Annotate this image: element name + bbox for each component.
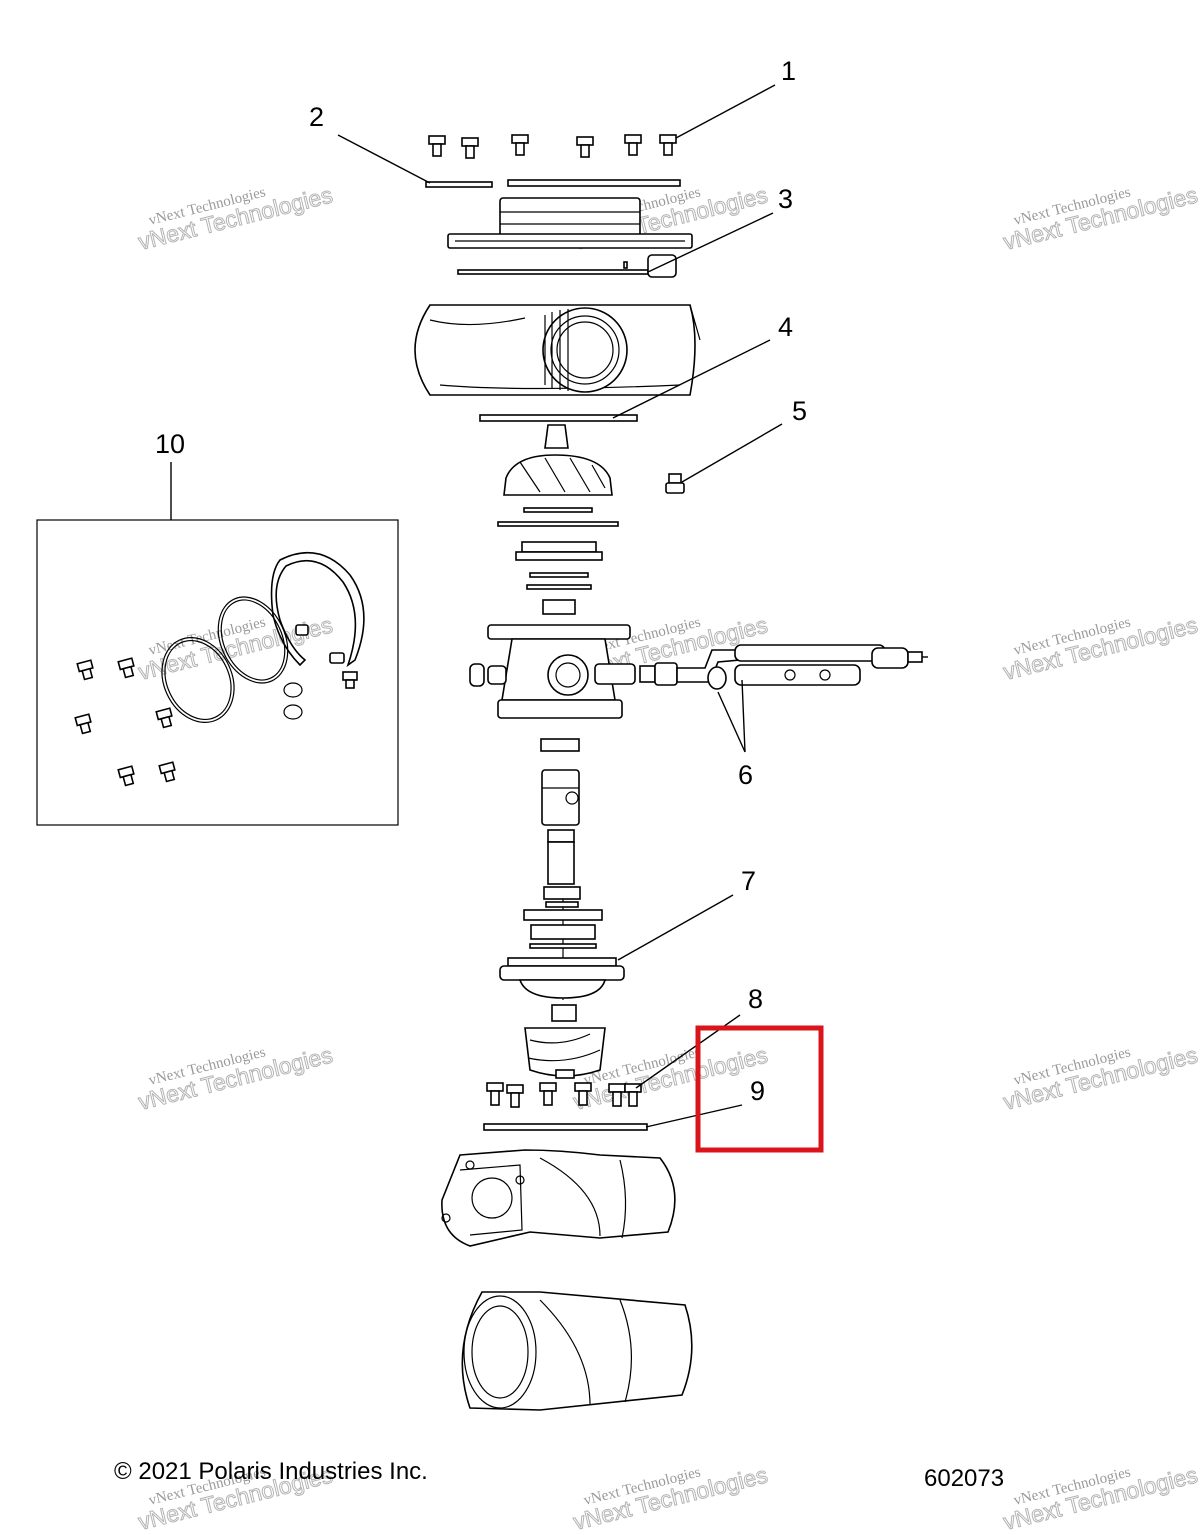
callout-3: 3 (778, 184, 793, 214)
callout-5: 5 (792, 396, 807, 426)
compressor-wheel (503, 424, 613, 496)
callout-labels: 1 2 3 4 5 6 7 8 9 10 (155, 56, 807, 1106)
turbine-backplate (499, 901, 625, 999)
top-bolts (428, 134, 677, 159)
callout-4: 4 (778, 312, 793, 342)
ring-stack (497, 507, 619, 615)
center-housing (469, 624, 636, 719)
outlet-duct (461, 1291, 693, 1411)
volute-housing (414, 254, 701, 396)
shaft-components (540, 738, 581, 1000)
callout-8: 8 (748, 984, 763, 1014)
copyright-text: © 2021 Polaris Industries Inc. (114, 1458, 428, 1485)
callout-1: 1 (781, 56, 796, 86)
oil-line-assembly (639, 644, 928, 690)
gasket-3 (457, 261, 649, 275)
gasket-4 (479, 414, 638, 422)
callout-10: 10 (155, 429, 185, 459)
cover-housing (447, 197, 693, 249)
leader-lines (170, 84, 783, 1128)
callout-7: 7 (741, 866, 756, 896)
cover-plates (425, 179, 681, 188)
gasket-9 (483, 1123, 648, 1131)
callout-9: 9 (750, 1076, 765, 1106)
turbine-outlet-elbow (441, 1149, 676, 1247)
callout-2: 2 (309, 102, 324, 132)
figure-number: 602073 (924, 1465, 1005, 1492)
callout-6: 6 (738, 760, 753, 790)
bottom-bolts (486, 1082, 642, 1108)
seal-kit-box (36, 519, 399, 826)
turbine-wheel (524, 1004, 606, 1079)
highlight-box (695, 1025, 824, 1153)
screw-5 (665, 473, 685, 494)
